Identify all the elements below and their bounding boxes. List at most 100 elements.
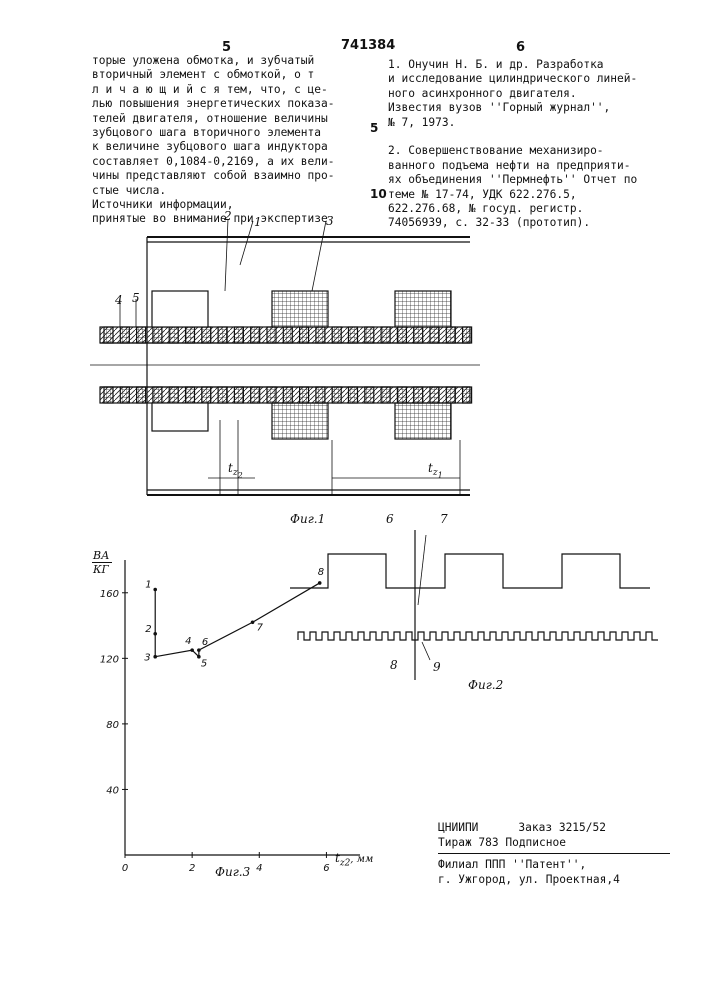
fig2-label-8: 8 xyxy=(390,658,398,672)
fig2-leader-7 xyxy=(418,535,426,605)
fig1-leader-3 xyxy=(312,221,326,291)
fig1-coil-3-top xyxy=(272,291,328,327)
chart-point-label: 6 xyxy=(202,637,208,648)
fig1-tooth-bottom xyxy=(332,387,341,403)
chart-series-line xyxy=(155,583,320,657)
fig1-tooth-bottom xyxy=(446,387,455,403)
footer-circulation: Тираж 783 Подписное xyxy=(438,835,606,850)
fig1-tooth-bottom xyxy=(349,387,358,403)
fig1-tooth-bottom xyxy=(430,387,439,403)
right-column-line: 2. Совершенствование механизиро- xyxy=(388,144,637,158)
fig1-tooth-bottom xyxy=(251,387,260,403)
chart-point xyxy=(190,648,194,652)
fig1-tz1-label: tz1 xyxy=(428,461,443,480)
chart-y-tick-label: 80 xyxy=(106,720,119,731)
fig1-tooth-top xyxy=(218,327,227,343)
fig1-tooth-top xyxy=(397,327,406,343)
fig1-tooth-bottom xyxy=(218,387,227,403)
chart-ylabel-top: ВА xyxy=(93,549,109,562)
footer-block: ЦНИИПИ Заказ 3215/52 Тираж 783 Подписное xyxy=(438,820,606,850)
fig1-tooth-top xyxy=(283,327,292,343)
figure-1-drawing xyxy=(90,205,510,530)
fig1-tooth-top xyxy=(137,327,146,343)
chart-point xyxy=(153,588,157,592)
chart-point xyxy=(251,620,255,624)
fig1-tooth-top xyxy=(414,327,423,343)
fig1-tooth-bottom xyxy=(300,387,309,403)
fig1-tooth-top xyxy=(234,327,243,343)
chart-point-label: 7 xyxy=(257,622,264,633)
chart-point xyxy=(153,655,157,659)
chart-point xyxy=(197,648,201,652)
fig1-tooth-bottom xyxy=(137,387,146,403)
fig1-tooth-bottom xyxy=(169,387,178,403)
fig1-tooth-bottom xyxy=(463,387,472,403)
fig1-tooth-top xyxy=(153,327,162,343)
fig1-tooth-top xyxy=(463,327,472,343)
fig1-coil-3-bottom xyxy=(272,403,328,439)
fig1-tooth-top xyxy=(381,327,390,343)
fig1-block-2-bottom xyxy=(152,403,208,431)
fig1-tooth-bottom xyxy=(381,387,390,403)
left-column-line: составляет 0,1084-0,2169, а их вели- xyxy=(92,155,334,169)
right-column-line: 1. Онучин Н. Б. и др. Разработка xyxy=(388,58,637,72)
fig1-tooth-top xyxy=(104,327,113,343)
left-column-line: лью повышения энергетических показа- xyxy=(92,97,334,111)
right-column-line: теме № 17-74, УДК 622.276.5, xyxy=(388,188,637,202)
chart-point xyxy=(153,632,157,636)
footer-org: ЦНИИПИ xyxy=(438,821,478,834)
left-column-line: к величине зубцового шага индуктора xyxy=(92,140,334,154)
fig1-tooth-bottom xyxy=(283,387,292,403)
left-column-line: л и ч а ю щ и й с я тем, что, с це- xyxy=(92,83,334,97)
chart-caption: Фиг.3 xyxy=(215,865,250,879)
page-number-left: 5 xyxy=(222,40,231,55)
fig1-coil-bottom-2 xyxy=(395,403,451,439)
chart-y-tick-label: 160 xyxy=(100,589,119,600)
fig2-label-9: 9 xyxy=(433,660,441,674)
left-column-text: торые уложена обмотка, и зубчатыйвторичн… xyxy=(92,54,334,227)
fig1-tooth-top xyxy=(349,327,358,343)
fig1-tooth-top xyxy=(169,327,178,343)
chart-point-label: 4 xyxy=(185,636,191,647)
fig1-block-2-top xyxy=(152,291,208,327)
right-column-line: и исследование цилиндрического линей- xyxy=(388,72,637,86)
chart-x-tick-label: 2 xyxy=(189,863,195,874)
right-column-line: Известия вузов ''Горный журнал'', xyxy=(388,101,637,115)
fig1-tooth-top xyxy=(267,327,276,343)
chart-point-label: 2 xyxy=(145,624,151,635)
fig1-tooth-bottom xyxy=(267,387,276,403)
chart-xlabel: tz2, мм xyxy=(335,851,373,868)
fig1-tooth-bottom xyxy=(414,387,423,403)
left-column-line: зубцового шага вторичного элемента xyxy=(92,126,334,140)
fig1-tooth-bottom xyxy=(234,387,243,403)
left-column-line: стые числа. xyxy=(92,184,334,198)
footer-divider xyxy=(438,853,670,854)
fig1-tooth-bottom xyxy=(104,387,113,403)
fig1-tooth-top xyxy=(300,327,309,343)
left-column-line: торые уложена обмотка, и зубчатый xyxy=(92,54,334,68)
right-column-line: ях объединения ''Пермнефть'' Отчет по xyxy=(388,173,637,187)
chart-point xyxy=(318,581,322,585)
line-number-10: 10 xyxy=(370,187,387,201)
fig2-caption: Фиг.2 xyxy=(468,678,503,692)
page-number-right: 6 xyxy=(516,40,525,55)
chart-x-tick-label: 0 xyxy=(122,863,128,874)
chart-point-label: 1 xyxy=(145,580,151,591)
chart-y-tick-label: 40 xyxy=(106,785,119,796)
fig1-label-2: 2 xyxy=(224,205,232,224)
chart-point-label: 8 xyxy=(318,567,324,578)
fig1-leader-2 xyxy=(225,219,228,291)
right-column-line xyxy=(388,130,637,144)
fig1-label-4: 4 xyxy=(115,289,123,308)
fig1-tooth-top xyxy=(186,327,195,343)
fig2-leader-9 xyxy=(422,642,430,660)
chart-point-label: 5 xyxy=(201,659,207,670)
fig1-label-3: 3 xyxy=(326,210,334,229)
fig1-tooth-top xyxy=(120,327,129,343)
fig2-label-7: 7 xyxy=(440,512,448,526)
footer-order: Заказ 3215/52 xyxy=(518,821,606,834)
footer-branch: Филиал ППП ''Патент'', xyxy=(438,857,620,872)
fig1-label-5: 5 xyxy=(132,287,140,306)
fig2-label-6: 6 xyxy=(386,512,394,526)
fig1-tooth-top xyxy=(430,327,439,343)
